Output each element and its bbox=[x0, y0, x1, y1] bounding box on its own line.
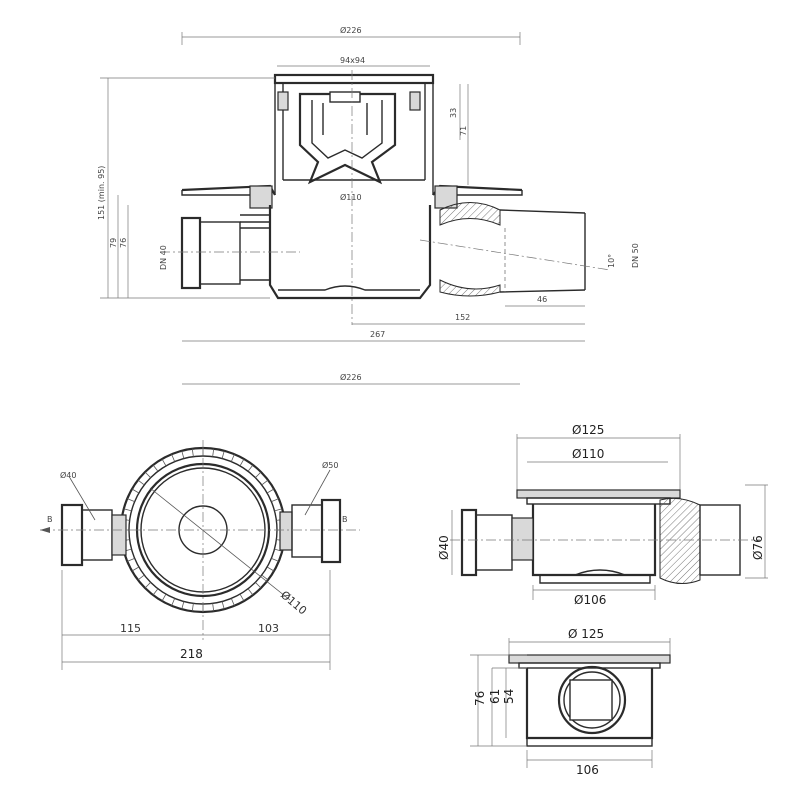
dim-front-top: Ø 125 bbox=[568, 627, 604, 641]
dim-plan-body-dia: Ø110 bbox=[278, 588, 309, 617]
label-angle: 10° bbox=[607, 254, 616, 268]
dim-depth-33: 33 bbox=[449, 108, 458, 118]
dim-body-dia: Ø110 bbox=[340, 192, 362, 202]
plan-view: Ø110 Ø40 Ø50 B B 115 103 218 bbox=[40, 440, 360, 670]
dim-height-total: 151 (min. 95) bbox=[97, 166, 106, 220]
dim-front-61: 61 bbox=[488, 689, 502, 704]
dim-h-76: 76 bbox=[119, 238, 128, 248]
dim-depth-71: 71 bbox=[459, 126, 468, 136]
dim-plan-218: 218 bbox=[180, 647, 203, 661]
label-dn50: DN 50 bbox=[631, 243, 640, 268]
dim-h-79: 79 bbox=[109, 238, 118, 248]
flange bbox=[181, 184, 523, 209]
dim-front-bottom: 106 bbox=[576, 763, 599, 777]
side-view: Ø125 Ø110 Ø76 Ø40 Ø106 bbox=[437, 423, 768, 607]
dim-len-267: 267 bbox=[370, 330, 385, 339]
dim-overall-dia: Ø226 bbox=[340, 25, 362, 35]
dim-side-height: Ø76 bbox=[751, 535, 765, 560]
dim-side-inlet: Ø40 bbox=[437, 535, 451, 560]
dim-front-54: 54 bbox=[502, 689, 516, 704]
drain-body: Ø110 bbox=[273, 70, 435, 325]
dim-flange-dia: Ø226 bbox=[340, 372, 362, 382]
front-view: Ø 125 76 61 54 106 bbox=[470, 627, 671, 777]
drain-housing bbox=[240, 205, 432, 300]
section-mark-left: B bbox=[47, 515, 53, 524]
dim-grate: 94x94 bbox=[340, 56, 365, 65]
dim-side-inner: Ø110 bbox=[572, 447, 604, 461]
dim-len-46: 46 bbox=[537, 295, 547, 304]
dim-side-top: Ø125 bbox=[572, 423, 604, 437]
section-view: Ø226 94x94 Ø110 33 bbox=[97, 25, 640, 385]
dim-plan-outlet: Ø50 bbox=[322, 460, 338, 470]
outlet-pipe bbox=[419, 202, 611, 297]
dim-plan-115: 115 bbox=[120, 622, 141, 635]
dim-side-bottom: Ø106 bbox=[574, 593, 606, 607]
dim-plan-inlet: Ø40 bbox=[60, 470, 76, 480]
section-mark-right: B bbox=[342, 515, 348, 524]
dim-len-152: 152 bbox=[455, 313, 470, 322]
inlet-pipe bbox=[160, 216, 300, 290]
label-dn40: DN 40 bbox=[159, 245, 168, 270]
dim-plan-103: 103 bbox=[258, 622, 279, 635]
dim-front-76: 76 bbox=[473, 691, 487, 706]
tooth-ring bbox=[121, 448, 285, 612]
